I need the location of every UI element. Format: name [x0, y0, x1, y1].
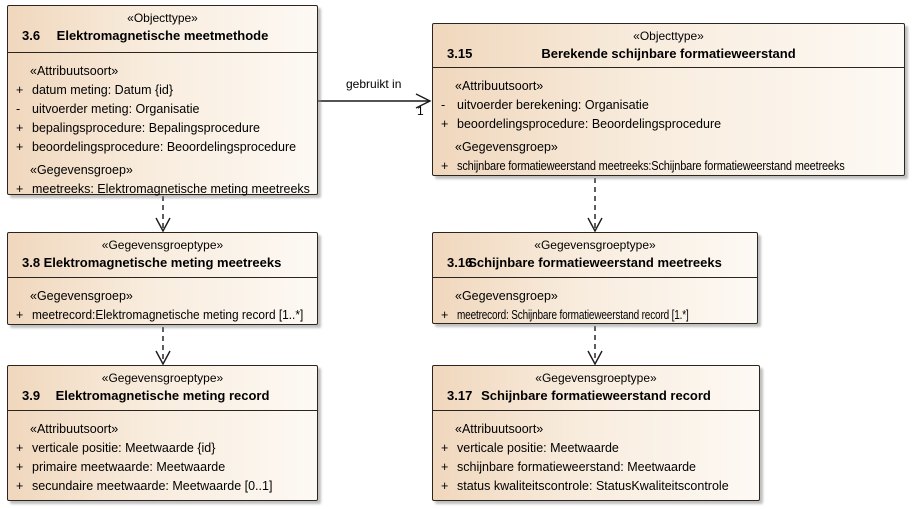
box-header: «Gegevensgroeptype» 3.8 Elektromagnetisc… [8, 233, 317, 278]
stereotype-label: «Gegevensgroeptype» [535, 371, 657, 385]
section-label: «Attribuutsoort» [455, 79, 544, 93]
class-box-3-9[interactable]: «Gegevensgroeptype» 3.9 Elektromagnetisc… [7, 365, 318, 501]
attribute-text: beoordelingsprocedure: Beoordelingsproce… [32, 140, 297, 154]
attribute-row: + status kwaliteitscontrole: StatusKwali… [433, 477, 759, 496]
attribute-text: schijnbare formatieweerstand: Meetwaarde [457, 460, 697, 474]
class-box-3-15[interactable]: «Objecttype» 3.15 Berekende schijnbare f… [432, 23, 905, 176]
visibility-marker: + [441, 308, 449, 322]
visibility-marker: + [16, 121, 24, 135]
attribute-row: + verticale positie: Meetwaarde {id} [8, 439, 317, 458]
section-label: «Attribuutsoort» [30, 64, 119, 78]
section-label: «Gegevensgroep» [455, 289, 558, 303]
class-box-3-16[interactable]: «Gegevensgroeptype» 3.16 Schijnbare form… [432, 232, 758, 324]
stereotype-label: «Objecttype» [127, 11, 198, 25]
box-id: 3.9 [22, 388, 41, 403]
section-label: «Attribuutsoort» [30, 422, 119, 436]
visibility-marker: - [441, 98, 446, 112]
section-label: «Attribuutsoort» [455, 422, 544, 436]
visibility-marker: + [441, 159, 449, 173]
box-header: «Objecttype» 3.15 Berekende schijnbare f… [433, 24, 904, 68]
connector-38-to-39 [155, 327, 171, 366]
class-box-3-8[interactable]: «Gegevensgroeptype» 3.8 Elektromagnetisc… [7, 232, 318, 325]
attribute-text: uitvoerder berekening: Organisatie [457, 98, 649, 112]
attribute-text: uitvoerder meting: Organisatie [32, 102, 200, 116]
box-body: «Gegevensgroep» + meetrecord: Schijnbare… [433, 278, 757, 325]
box-header: «Gegevensgroeptype» 3.9 Elektromagnetisc… [8, 366, 317, 411]
stereotype-label: «Objecttype» [633, 29, 704, 43]
box-body: «Gegevensgroep» + meetrecord:Elektromagn… [8, 278, 317, 325]
box-title: Elektromagnetische meting record [55, 388, 270, 403]
box-header: «Gegevensgroeptype» 3.17 Schijnbare form… [433, 366, 759, 411]
box-body: «Attribuutsoort» + verticale positie: Me… [8, 411, 317, 496]
box-id: 3.8 [22, 255, 41, 270]
attribute-text: verticale positie: Meetwaarde [457, 441, 619, 455]
class-box-3-6[interactable]: «Objecttype» 3.6 Elektromagnetische meet… [7, 5, 318, 196]
box-title: Elektromagnetische meetmethode [56, 28, 269, 43]
box-header: «Gegevensgroeptype» 3.16 Schijnbare form… [433, 233, 757, 278]
stereotype-label: «Gegevensgroeptype» [101, 371, 224, 385]
attribute-text: schijnbare formatieweerstand meetreeks:S… [457, 159, 845, 173]
class-box-3-17[interactable]: «Gegevensgroeptype» 3.17 Schijnbare form… [432, 365, 760, 501]
attribute-text: meetrecord: Schijnbare formatieweerstand… [457, 308, 689, 322]
connector-gebruikt-in [318, 93, 432, 109]
attribute-row: + beoordelingsprocedure: Beoordelingspro… [8, 138, 317, 157]
visibility-marker: + [16, 83, 24, 97]
section-label: «Gegevensgroep» [30, 163, 133, 177]
box-id: 3.16 [447, 255, 473, 270]
attribute-text: primaire meetwaarde: Meetwaarde [32, 460, 226, 474]
visibility-marker: + [16, 479, 24, 493]
box-body: «Attribuutsoort» - uitvoerder berekening… [433, 68, 904, 176]
box-id: 3.17 [447, 388, 473, 403]
attribute-text: bepalingsprocedure: Bepalingsprocedure [32, 121, 260, 135]
box-title: Berekende schijnbare formatieweerstand [541, 46, 796, 61]
attribute-text: secundaire meetwaarde: Meetwaarde [0..1] [32, 479, 273, 493]
box-body: «Attribuutsoort» + verticale positie: Me… [433, 411, 759, 496]
connector-label-gebruikt-in: gebruikt in [346, 77, 402, 91]
connector-316-to-317 [587, 326, 603, 366]
stereotype-label: «Gegevensgroeptype» [534, 238, 656, 252]
box-header: «Objecttype» 3.6 Elektromagnetische meet… [8, 6, 317, 53]
connector-multiplicity: 1 [417, 104, 424, 118]
visibility-marker: + [441, 460, 449, 474]
visibility-marker: - [16, 102, 21, 116]
box-id: 3.6 [22, 28, 41, 43]
attribute-row: + meetreeks: Elektromagnetische meting m… [8, 180, 317, 199]
box-id: 3.15 [447, 46, 473, 61]
visibility-marker: + [16, 140, 24, 154]
attribute-row: - uitvoerder berekening: Organisatie [433, 96, 904, 115]
attribute-text: meetrecord:Elektromagnetische meting rec… [32, 308, 304, 322]
visibility-marker: + [441, 117, 449, 131]
visibility-marker: + [16, 308, 24, 322]
attribute-row: + datum meting: Datum {id} [8, 81, 317, 100]
attribute-row: + beoordelingsprocedure: Beoordelingspro… [433, 115, 904, 134]
attribute-row: + bepalingsprocedure: Bepalingsprocedure [8, 119, 317, 138]
attribute-text: meetreeks: Elektromagnetische meting mee… [32, 182, 310, 196]
attribute-text: datum meting: Datum {id} [32, 83, 174, 97]
connector-36-to-38 [155, 196, 171, 233]
attribute-text: verticale positie: Meetwaarde {id} [32, 441, 216, 455]
visibility-marker: + [16, 182, 24, 196]
box-title: Schijnbare formatieweerstand record [481, 388, 711, 403]
section-label: «Gegevensgroep» [30, 289, 133, 303]
connector-315-to-316 [587, 178, 603, 233]
stereotype-label: «Gegevensgroeptype» [101, 238, 224, 252]
attribute-row: + secundaire meetwaarde: Meetwaarde [0..… [8, 477, 317, 496]
attribute-row: + meetrecord:Elektromagnetische meting r… [8, 306, 317, 325]
box-title: Schijnbare formatieweerstand meetreeks [468, 255, 722, 270]
attribute-row: + primaire meetwaarde: Meetwaarde [8, 458, 317, 477]
visibility-marker: + [16, 460, 24, 474]
section-label: «Gegevensgroep» [455, 140, 558, 154]
visibility-marker: + [441, 441, 449, 455]
attribute-row: + schijnbare formatieweerstand: Meetwaar… [433, 458, 759, 477]
visibility-marker: + [16, 441, 24, 455]
attribute-row: - uitvoerder meting: Organisatie [8, 100, 317, 119]
attribute-text: status kwaliteitscontrole: StatusKwalite… [457, 479, 729, 493]
attribute-row: + schijnbare formatieweerstand meetreeks… [433, 157, 904, 176]
visibility-marker: + [441, 479, 449, 493]
attribute-text: beoordelingsprocedure: Beoordelingsproce… [457, 117, 722, 131]
box-title: Elektromagnetische meting meetreeks [43, 255, 282, 270]
attribute-row: + meetrecord: Schijnbare formatieweersta… [433, 306, 757, 325]
attribute-row: + verticale positie: Meetwaarde [433, 439, 759, 458]
box-body: «Attribuutsoort» + datum meting: Datum {… [8, 53, 317, 199]
